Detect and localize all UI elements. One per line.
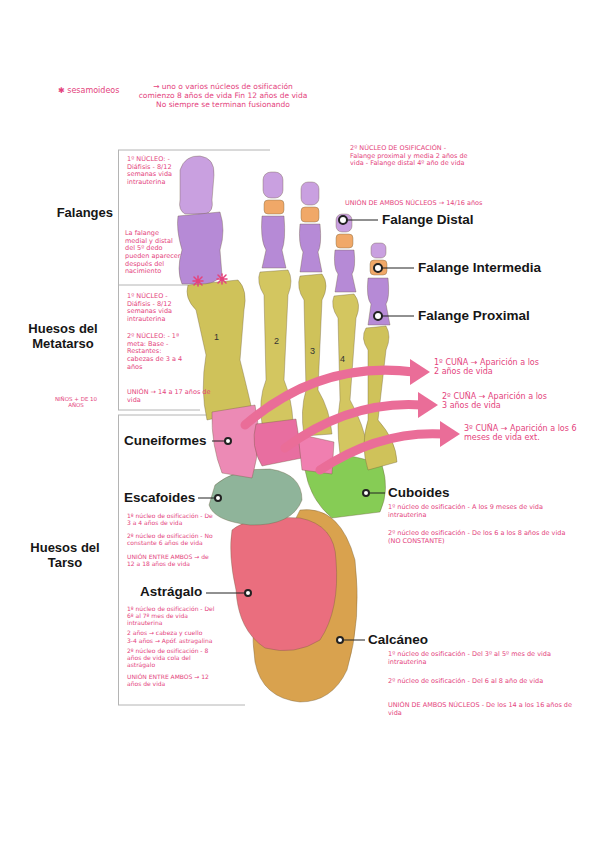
metatarsal-bone <box>299 274 332 436</box>
navicular-bone <box>209 469 302 525</box>
note-text: 3-4 años → Apóf. astragalina <box>127 637 217 644</box>
leader-line <box>206 593 246 594</box>
bracket-group: Huesos del Tarso1º núcleo de osificación… <box>118 415 218 705</box>
note-text: La falange medial y distal del 5º dedo p… <box>125 230 183 276</box>
note-text: 3º CUÑA → Aparición a los 6 meses de vid… <box>464 424 592 443</box>
phalanx-bone <box>336 234 353 248</box>
note-text: 2º NÚCLEO: - 1ª meta: Base - Restantes: … <box>127 333 189 371</box>
note-text: 1º núcleo de osificación - Del 3º al 5º … <box>388 651 583 666</box>
note-text: 1º núcleo de osificación - Del 6º al 7º … <box>127 605 217 626</box>
arrow-shaft <box>285 405 422 448</box>
bracket-group: Huesos del Metatarso1º NÚCLEO - Diáfisis… <box>118 285 193 410</box>
arrow-shaft <box>320 434 444 470</box>
note-text: 2º núcleo de osificación - No constante … <box>127 532 217 546</box>
metatarsal-bone <box>187 280 252 420</box>
note-text: NIÑOS + DE 10 AÑOS <box>50 396 102 409</box>
phalanx-bone <box>336 214 352 232</box>
leader-dot <box>245 590 251 596</box>
arrow-head <box>418 392 438 418</box>
phalanx-bone <box>301 207 319 222</box>
leader-line <box>342 640 365 641</box>
note-text: 2º núcleo de osificación - 8 años de vid… <box>127 647 217 668</box>
leader-dot <box>374 264 382 272</box>
leader-dot <box>337 637 343 643</box>
leader-lines <box>198 220 414 640</box>
part-label: Falange Distal <box>382 212 512 228</box>
phalanx-bone <box>262 216 287 268</box>
leader-line <box>380 268 414 269</box>
note-text: UNIÓN DE AMBOS NÚCLEOS → 14/16 años <box>345 200 505 208</box>
part-label: Falange Intermedia <box>418 260 578 276</box>
leader-dot <box>363 490 369 496</box>
note-text: 2º núcleo de osificación - Del 6 al 8 añ… <box>388 678 583 686</box>
part-label: Astrágalo <box>140 584 230 600</box>
phalanx-bone <box>299 224 322 272</box>
arrow-head <box>410 359 430 385</box>
leader-line <box>368 493 385 494</box>
note-text: UNIÓN → 14 a 17 años de vida <box>127 389 215 404</box>
leader-dot <box>225 438 231 444</box>
part-label: Falange Proximal <box>418 308 578 324</box>
note-text: 2º CUÑA → Aparición a los 3 años de vida <box>442 392 554 411</box>
leader-line <box>345 220 378 221</box>
note-text: 1º NÚCLEO: - Diáfisis - 8/12 semanas vid… <box>127 156 183 187</box>
asterisk-mark <box>217 274 227 284</box>
note-text: 1º NÚCLEO - Diáfisis - 8/12 semanas vida… <box>127 293 185 324</box>
note-text: ✱ sesamoideos <box>58 86 138 95</box>
section-heading: Huesos del Metatarso <box>19 321 107 352</box>
sesamoid-marks <box>193 274 227 286</box>
leader-line <box>198 498 216 499</box>
section-heading: Huesos del Tarso <box>23 540 107 571</box>
phalanx-bone <box>371 243 386 258</box>
note-text: → uno o varios núcleos de osificación co… <box>138 83 308 110</box>
phalanx-bone <box>334 250 356 292</box>
callout-number: 1 <box>214 332 228 343</box>
callout-number: 3 <box>310 346 324 357</box>
section-heading: Falanges <box>35 205 113 220</box>
part-label: Calcáneo <box>368 632 468 648</box>
note-text: 2 años → cabeza y cuello <box>127 629 217 636</box>
part-label: Cuboides <box>388 485 488 501</box>
arrow-head <box>440 421 460 447</box>
phalanx-bone <box>367 278 390 325</box>
phalanx-bone <box>301 182 319 205</box>
phalanx-bone <box>180 156 215 214</box>
pink-arrows <box>245 370 444 470</box>
leader-dots <box>215 216 382 643</box>
phalanx-bone <box>264 200 284 214</box>
asterisk-mark <box>193 276 203 286</box>
phalanx-bone <box>263 172 283 198</box>
talus-bone <box>231 518 337 651</box>
leader-line <box>212 441 226 442</box>
arrow-shaft <box>245 370 414 425</box>
note-text: 2º núcleo de osificación - De los 6 a lo… <box>388 530 578 545</box>
callout-number: 4 <box>340 354 354 365</box>
part-label: Cuneiformes <box>124 433 224 449</box>
note-text: 1º CUÑA → Aparición a los 2 años de vida <box>434 358 546 377</box>
note-text: 1º núcleo de osificación - De 3 a 4 años… <box>127 512 217 526</box>
note-text: UNIÓN DE AMBOS NÚCLEOS - De los 14 a los… <box>388 702 583 717</box>
leader-line <box>380 316 414 317</box>
bones <box>178 156 398 702</box>
bracket-line <box>118 705 245 706</box>
note-text: UNIÓN ENTRE AMBOS → 12 años de vida <box>127 673 217 687</box>
leader-dot <box>215 495 221 501</box>
phalanx-bone <box>178 212 224 284</box>
leader-dot <box>339 216 347 224</box>
callout-number: 2 <box>274 336 288 347</box>
note-text: 1º núcleo de osificación - A los 9 meses… <box>388 504 578 519</box>
leader-dot <box>374 312 382 320</box>
note-text: 2º NÚCLEO DE OSIFICACIÓN - Falange proxi… <box>350 145 468 168</box>
bracket-line <box>118 410 200 411</box>
bracket-group: Falanges1º NÚCLEO: - Diáfisis - 8/12 sem… <box>118 150 188 285</box>
part-label: Escafoides <box>124 490 224 506</box>
note-text: UNIÓN ENTRE AMBOS → de 12 a 18 años de v… <box>127 553 217 567</box>
